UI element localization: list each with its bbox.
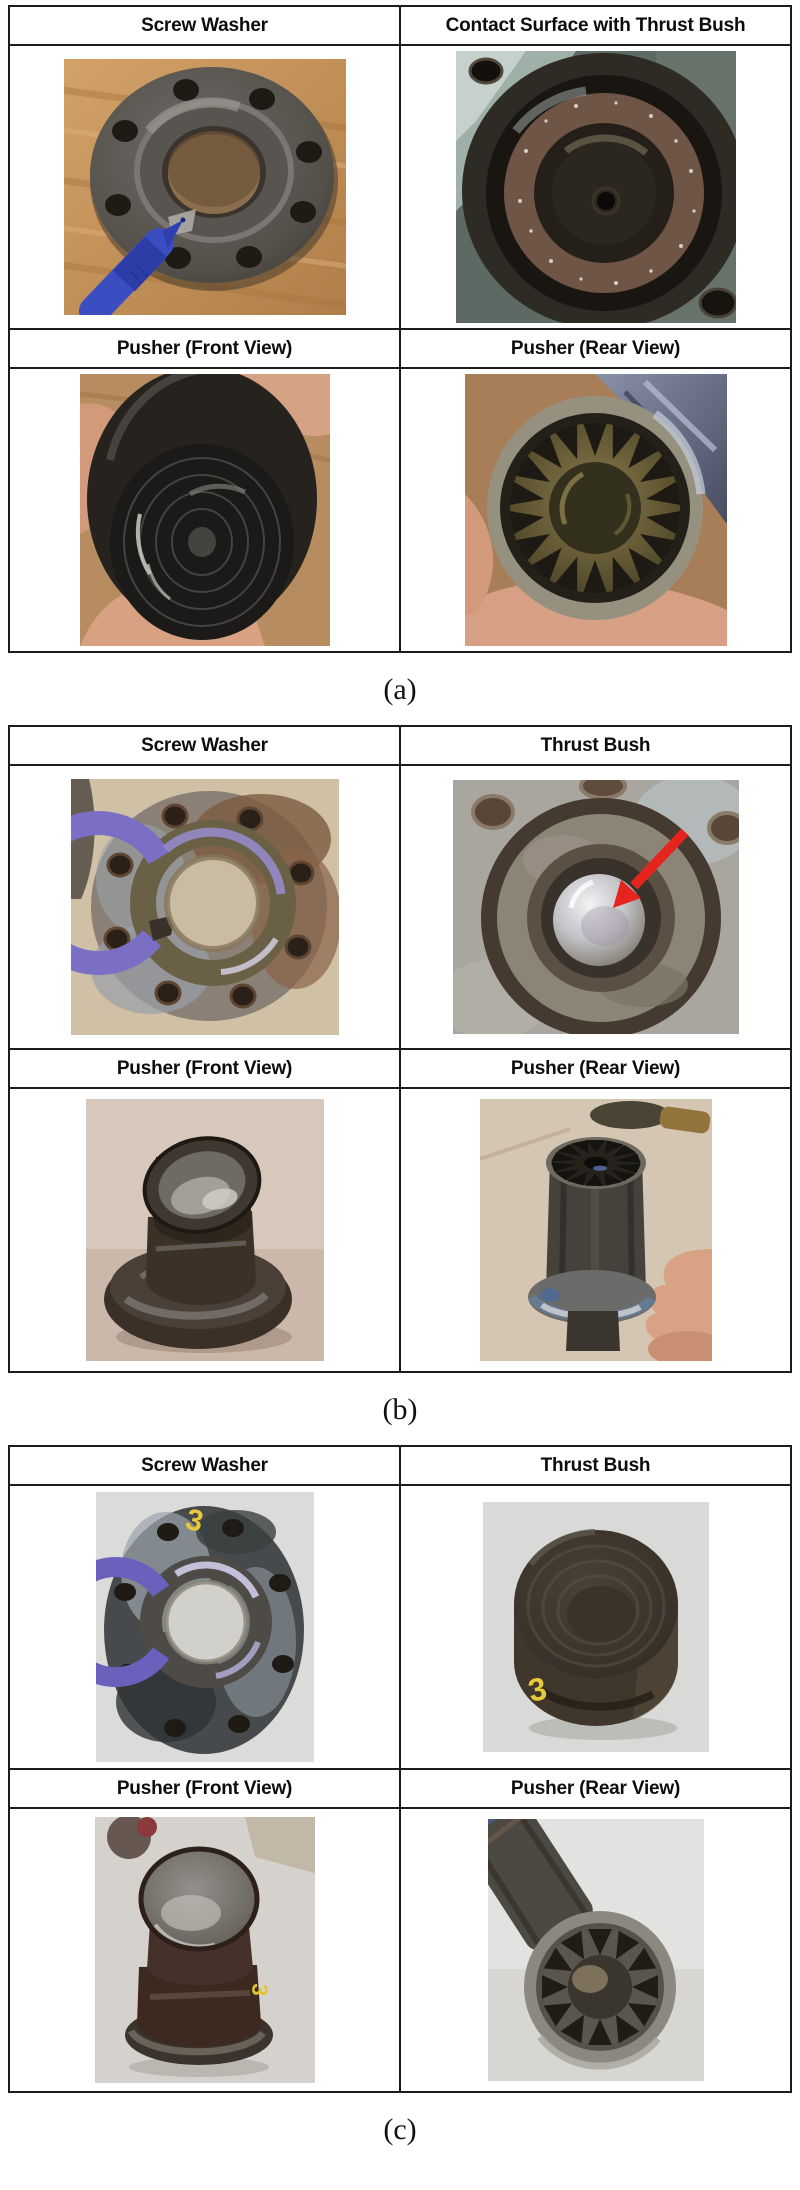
panel-a-table: Screw Washer Contact Surface with Thrust… bbox=[8, 5, 792, 653]
panel-b-header-row-bottom: Pusher (Front View) Pusher (Rear View) bbox=[10, 1050, 790, 1089]
caption-c: (c) bbox=[383, 2113, 417, 2146]
photo-cell bbox=[401, 369, 790, 651]
photo-c-pusher-front: 3 bbox=[94, 1817, 315, 2083]
header-c-thrust-bush: Thrust Bush bbox=[540, 1455, 651, 1476]
panel-b-table: Screw Washer Thrust Bush bbox=[8, 725, 792, 1373]
panel-c-photo-row-top: 3 bbox=[10, 1486, 790, 1770]
photo-cell bbox=[401, 766, 790, 1048]
panel-b-header-row-top: Screw Washer Thrust Bush bbox=[10, 727, 790, 766]
photo-cell bbox=[401, 46, 790, 328]
blue-marker-arc bbox=[70, 811, 169, 975]
spline-opening bbox=[545, 1137, 646, 1189]
panel-c: Screw Washer Thrust Bush bbox=[0, 1445, 800, 2147]
panel-c-header-row-bottom: Pusher (Front View) Pusher (Rear View) bbox=[10, 1770, 790, 1809]
header-b-thrust-bush: Thrust Bush bbox=[540, 735, 651, 756]
photo-cell bbox=[10, 46, 401, 328]
photo-a-contact-surface bbox=[455, 51, 736, 323]
photo-cell bbox=[401, 1089, 790, 1371]
panel-a-header-row-bottom: Pusher (Front View) Pusher (Rear View) bbox=[10, 330, 790, 369]
photo-a-pusher-rear bbox=[464, 374, 727, 646]
panel-a-photo-row-top bbox=[10, 46, 790, 330]
header-a-contact-surface: Contact Surface with Thrust Bush bbox=[445, 15, 746, 36]
photo-cell: 3 bbox=[10, 1486, 401, 1768]
header-a-screw-washer: Screw Washer bbox=[10, 7, 401, 44]
photo-c-screw-washer: 3 bbox=[95, 1492, 314, 1762]
blue-marker-arc bbox=[95, 1557, 169, 1687]
photo-b-thrust-bush bbox=[452, 780, 739, 1034]
photo-cell bbox=[10, 1089, 401, 1371]
red-arrow-icon bbox=[612, 828, 689, 908]
panel-a-header-row-top: Screw Washer Contact Surface with Thrust… bbox=[10, 7, 790, 46]
panel-c-photo-row-bottom: 3 bbox=[10, 1809, 790, 2091]
blue-marker-pen bbox=[78, 217, 185, 315]
header-b-pusher-front: Pusher (Front View) bbox=[10, 1050, 401, 1087]
panel-c-table: Screw Washer Thrust Bush bbox=[8, 1445, 792, 2093]
header-a-pusher-rear: Pusher (Rear View) bbox=[510, 338, 681, 359]
photo-c-thrust-bush: 3 bbox=[482, 1502, 709, 1752]
panel-b-photo-row-bottom bbox=[10, 1089, 790, 1371]
caption-a: (a) bbox=[383, 673, 417, 706]
header-a-pusher-front: Pusher (Front View) bbox=[10, 330, 401, 367]
header-b-screw-washer: Screw Washer bbox=[10, 727, 401, 764]
panel-b: Screw Washer Thrust Bush bbox=[0, 725, 800, 1427]
photo-c-pusher-rear bbox=[487, 1819, 704, 2081]
photo-b-pusher-rear bbox=[479, 1099, 712, 1361]
header-c-pusher-front: Pusher (Front View) bbox=[10, 1770, 401, 1807]
spline-teeth bbox=[505, 420, 684, 596]
panel-b-photo-row-top bbox=[10, 766, 790, 1050]
photo-a-screw-washer bbox=[63, 59, 346, 315]
photo-a-pusher-front bbox=[79, 374, 330, 646]
photo-cell: 3 bbox=[401, 1486, 790, 1768]
header-c-pusher-rear: Pusher (Rear View) bbox=[510, 1778, 681, 1799]
header-b-pusher-rear: Pusher (Rear View) bbox=[510, 1058, 681, 1079]
photo-cell: 3 bbox=[10, 1809, 401, 2091]
photo-cell bbox=[10, 369, 401, 651]
panel-a-photo-row-bottom bbox=[10, 369, 790, 651]
photo-b-pusher-front bbox=[85, 1099, 324, 1361]
photo-b-screw-washer bbox=[70, 779, 339, 1035]
panel-c-header-row-top: Screw Washer Thrust Bush bbox=[10, 1447, 790, 1486]
header-c-screw-washer: Screw Washer bbox=[10, 1447, 401, 1484]
spline-teeth bbox=[541, 1929, 658, 2045]
yellow-part-number: 3 bbox=[246, 1982, 272, 1997]
photo-cell bbox=[401, 1809, 790, 2091]
caption-b: (b) bbox=[382, 1393, 418, 1426]
photo-cell bbox=[10, 766, 401, 1048]
panel-a: Screw Washer Contact Surface with Thrust… bbox=[0, 5, 800, 707]
